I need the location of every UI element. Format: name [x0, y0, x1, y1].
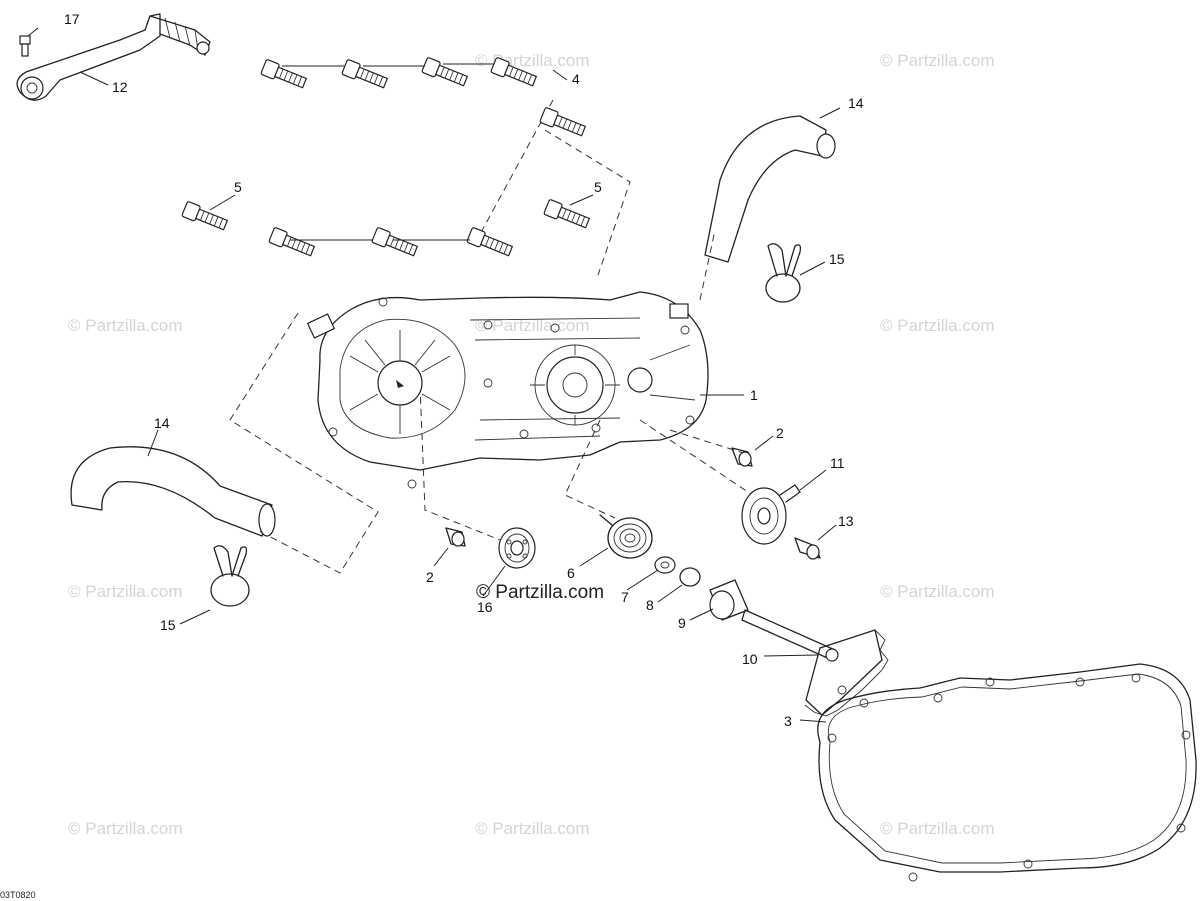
hose-top [704, 115, 836, 263]
bearing [498, 527, 536, 569]
callout-labels: 17 12 4 5 5 14 15 1 2 11 13 14 15 2 16 6… [64, 11, 864, 729]
pin-13 [794, 537, 821, 560]
watermark: © Partzilla.com [68, 582, 183, 601]
clamp-top [765, 243, 802, 303]
callout-2: 2 [776, 425, 784, 441]
watermark: © Partzilla.com [68, 316, 183, 335]
watermark: © Partzilla.com [68, 819, 183, 838]
assembly-dashed-lines [229, 99, 761, 574]
callout-5: 5 [234, 179, 242, 195]
callout-11: 11 [830, 455, 845, 471]
callout-9: 9 [678, 615, 686, 631]
shaft-bushing [709, 579, 749, 621]
bushing-right [731, 447, 753, 467]
bushing-left [445, 527, 466, 547]
callout-12: 12 [112, 79, 128, 95]
callout-5: 5 [594, 179, 602, 195]
cvt-cover [306, 291, 709, 489]
recoil-spring [599, 514, 653, 559]
callout-15: 15 [829, 251, 845, 267]
watermark: © Partzilla.com [475, 316, 590, 335]
callout-2: 2 [426, 569, 434, 585]
watermark: © Partzilla.com [475, 819, 590, 838]
callout-6: 6 [567, 565, 575, 581]
callout-15: 15 [160, 617, 176, 633]
watermark-layer: © Partzilla.com © Partzilla.com © Partzi… [68, 51, 995, 838]
main-watermark: © Partzilla.com [476, 582, 604, 603]
callout-14: 14 [848, 95, 864, 111]
callout-14: 14 [154, 415, 170, 431]
callout-17: 17 [64, 11, 80, 27]
callout-7: 7 [621, 589, 629, 605]
callout-3: 3 [784, 713, 792, 729]
washer [654, 556, 676, 574]
kick-lever [16, 13, 211, 101]
cover-gasket [817, 663, 1197, 882]
leader-lines [27, 27, 841, 723]
callout-4: 4 [572, 71, 580, 87]
clamp-bottom [210, 545, 250, 607]
callout-10: 10 [742, 651, 758, 667]
bolts-middle-row [181, 199, 591, 257]
callout-8: 8 [646, 597, 654, 613]
kick-shaft [741, 609, 889, 717]
kick-drum [741, 484, 801, 545]
callout-1: 1 [750, 387, 758, 403]
bolt-17 [19, 35, 31, 57]
circlip [679, 567, 701, 587]
callout-16: 16 [477, 599, 493, 615]
watermark: © Partzilla.com [880, 819, 995, 838]
hose-left [70, 446, 276, 537]
drawing-code: 03T0820 [0, 890, 36, 900]
callout-13: 13 [838, 513, 854, 529]
bolts-top-row [260, 57, 587, 137]
watermark: © Partzilla.com [880, 316, 995, 335]
watermark: © Partzilla.com [880, 582, 995, 601]
watermark: © Partzilla.com [880, 51, 995, 70]
